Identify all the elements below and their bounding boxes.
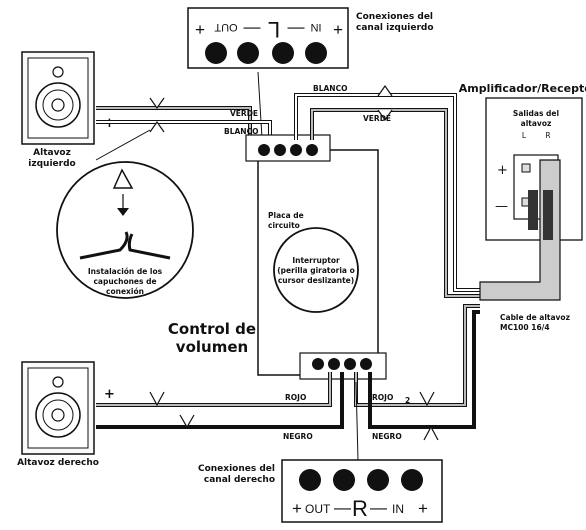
left-terminal-plus-out: + <box>195 20 205 39</box>
connection-cap-detail <box>56 129 194 299</box>
left-speaker-wires <box>96 97 272 140</box>
right-terminal-screw-2 <box>333 469 355 491</box>
left-connections-title-1: Conexiones del <box>356 12 433 22</box>
wire-label-negro-left: NEGRO <box>283 432 313 441</box>
cap-install-label-2: capuchones de <box>93 277 156 286</box>
left-terminal-screw-3 <box>272 42 294 64</box>
wire-label-blanco-top: BLANCO <box>313 84 347 93</box>
left-terminal-plus-in: + <box>333 20 343 39</box>
left-terminal-in-label: IN <box>310 21 321 33</box>
down-arrow-icon <box>117 208 129 216</box>
circuit-board-label-1: Placa de <box>268 211 304 220</box>
volume-switch-knob <box>273 227 359 313</box>
amp-outputs-label-2: altavoz <box>521 119 552 128</box>
right-connections-title-2: canal derecho <box>204 475 275 485</box>
right-terminal-plus-in: + <box>418 499 428 518</box>
right-terminal-plus-out: + <box>292 499 302 518</box>
right-terminal-out-label: OUT <box>305 502 331 516</box>
left-connections-title-2: canal izquierdo <box>356 23 434 33</box>
wire-label-verde-top: VERDE <box>363 114 391 123</box>
right-speaker-wires <box>96 304 480 441</box>
top-wires <box>294 84 480 298</box>
volume-control-title-1: Control de <box>168 320 256 338</box>
amp-plus: + <box>497 163 508 178</box>
wire-label-negro-right: NEGRO <box>372 432 402 441</box>
cable-label-2: MC100 16/4 <box>500 323 550 332</box>
left-speaker <box>21 51 95 145</box>
left-speaker-label-1: Altavoz <box>33 148 71 158</box>
circuit-board-label-2: circuito <box>268 221 300 230</box>
switch-label-3: cursor deslizante) <box>278 276 354 285</box>
amp-R-label: R <box>545 131 550 140</box>
left-terminal-screw-4 <box>305 42 327 64</box>
amp-L-label: L <box>522 131 527 140</box>
left-terminal-screw-1 <box>205 42 227 64</box>
right-terminal-screw-3 <box>367 469 389 491</box>
cable-label-1: Cable de altavoz <box>500 313 570 322</box>
wire-number-label: 2 <box>405 396 410 405</box>
right-terminal-dash-2: — <box>370 498 387 517</box>
cap-install-label-1: Instalación de los <box>88 267 163 276</box>
right-terminal-in-label: IN <box>392 502 404 516</box>
left-terminal-dash-2: — <box>244 20 261 39</box>
wire-label-rojo-right: ROJO <box>372 393 393 402</box>
amp-outputs-label-1: Salidas del <box>513 109 559 118</box>
left-terminal-L: L <box>268 17 280 42</box>
right-terminal-screw-4 <box>401 469 423 491</box>
right-terminal-dash-1: — <box>334 498 351 517</box>
volume-control-title-2: volumen <box>176 338 248 356</box>
wire-label-blanco-left: BLANCO <box>224 127 258 136</box>
right-channel-terminal-block: + OUT — R — IN + <box>281 459 443 523</box>
cap-icon <box>112 168 134 189</box>
left-terminal-screw-2 <box>237 42 259 64</box>
speaker-cable <box>479 159 561 301</box>
switch-label-2: (perilla giratoria o <box>277 266 355 275</box>
right-speaker <box>21 361 95 455</box>
amplifier-title: Amplificador/Receptor <box>459 82 586 95</box>
left-terminal-dash-1: — <box>288 20 305 39</box>
right-speaker-label: Altavoz derecho <box>17 458 99 468</box>
volume-control-body <box>245 134 387 380</box>
switch-label-1: Interruptor <box>292 256 340 265</box>
right-speaker-plus: + <box>104 387 115 402</box>
right-connections-title-1: Conexiones del <box>198 464 275 474</box>
left-terminal-out-label: OUT <box>214 21 238 33</box>
wire-label-verde-left: VERDE <box>230 109 258 118</box>
amplifier-panel <box>485 97 583 241</box>
cap-install-label-3: conexión <box>106 287 144 296</box>
right-callout-line <box>355 381 359 461</box>
svg-text:+: + <box>333 20 343 39</box>
amp-minus: — <box>495 199 508 214</box>
wire-label-rojo-left: ROJO <box>285 393 306 402</box>
right-terminal-R: R <box>352 496 368 521</box>
left-channel-terminal-block: + IN — L — OUT + <box>187 7 349 69</box>
right-terminal-screw-1 <box>299 469 321 491</box>
left-speaker-label-2: izquierdo <box>28 159 75 169</box>
left-callout-line <box>257 71 263 139</box>
left-terminal-label: + IN — L — OUT + <box>195 17 343 42</box>
